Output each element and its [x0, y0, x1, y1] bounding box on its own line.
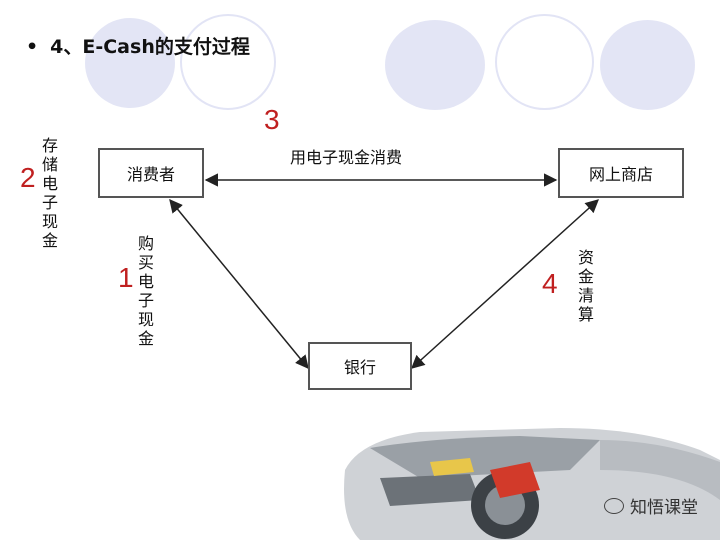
- node-consumer: 消费者: [98, 148, 204, 198]
- wechat-icon: [604, 497, 624, 514]
- step-label-2: 存储电子现金: [41, 136, 58, 250]
- watermark: 知悟课堂: [604, 493, 698, 518]
- step-label-4: 资金清算: [577, 248, 594, 324]
- arrow-consumer-bank: [169, 198, 309, 370]
- title-bullet: •: [26, 36, 39, 58]
- slide-title: • 4、E-Cash的支付过程: [26, 32, 250, 59]
- step-number-4: 4: [542, 268, 558, 299]
- decor-ring-2: [495, 14, 594, 110]
- step-label-1: 购买电子现金: [137, 234, 154, 348]
- decor-circle-2: [385, 20, 485, 110]
- step-label-3: 用电子现金消费: [290, 148, 403, 167]
- step-number-2: 2: [20, 162, 36, 193]
- title-text: 4、E-Cash的支付过程: [50, 36, 250, 58]
- arrow-store-bank: [410, 199, 600, 369]
- watermark-text: 知悟课堂: [630, 498, 698, 518]
- decor-ring-1: [180, 14, 276, 110]
- step-number-1: 1: [118, 262, 134, 293]
- decor-circle-1: [85, 18, 175, 108]
- decor-circle-3: [600, 20, 695, 110]
- node-bank: 银行: [308, 342, 412, 390]
- node-store: 网上商店: [558, 148, 684, 198]
- step-number-3: 3: [264, 104, 280, 135]
